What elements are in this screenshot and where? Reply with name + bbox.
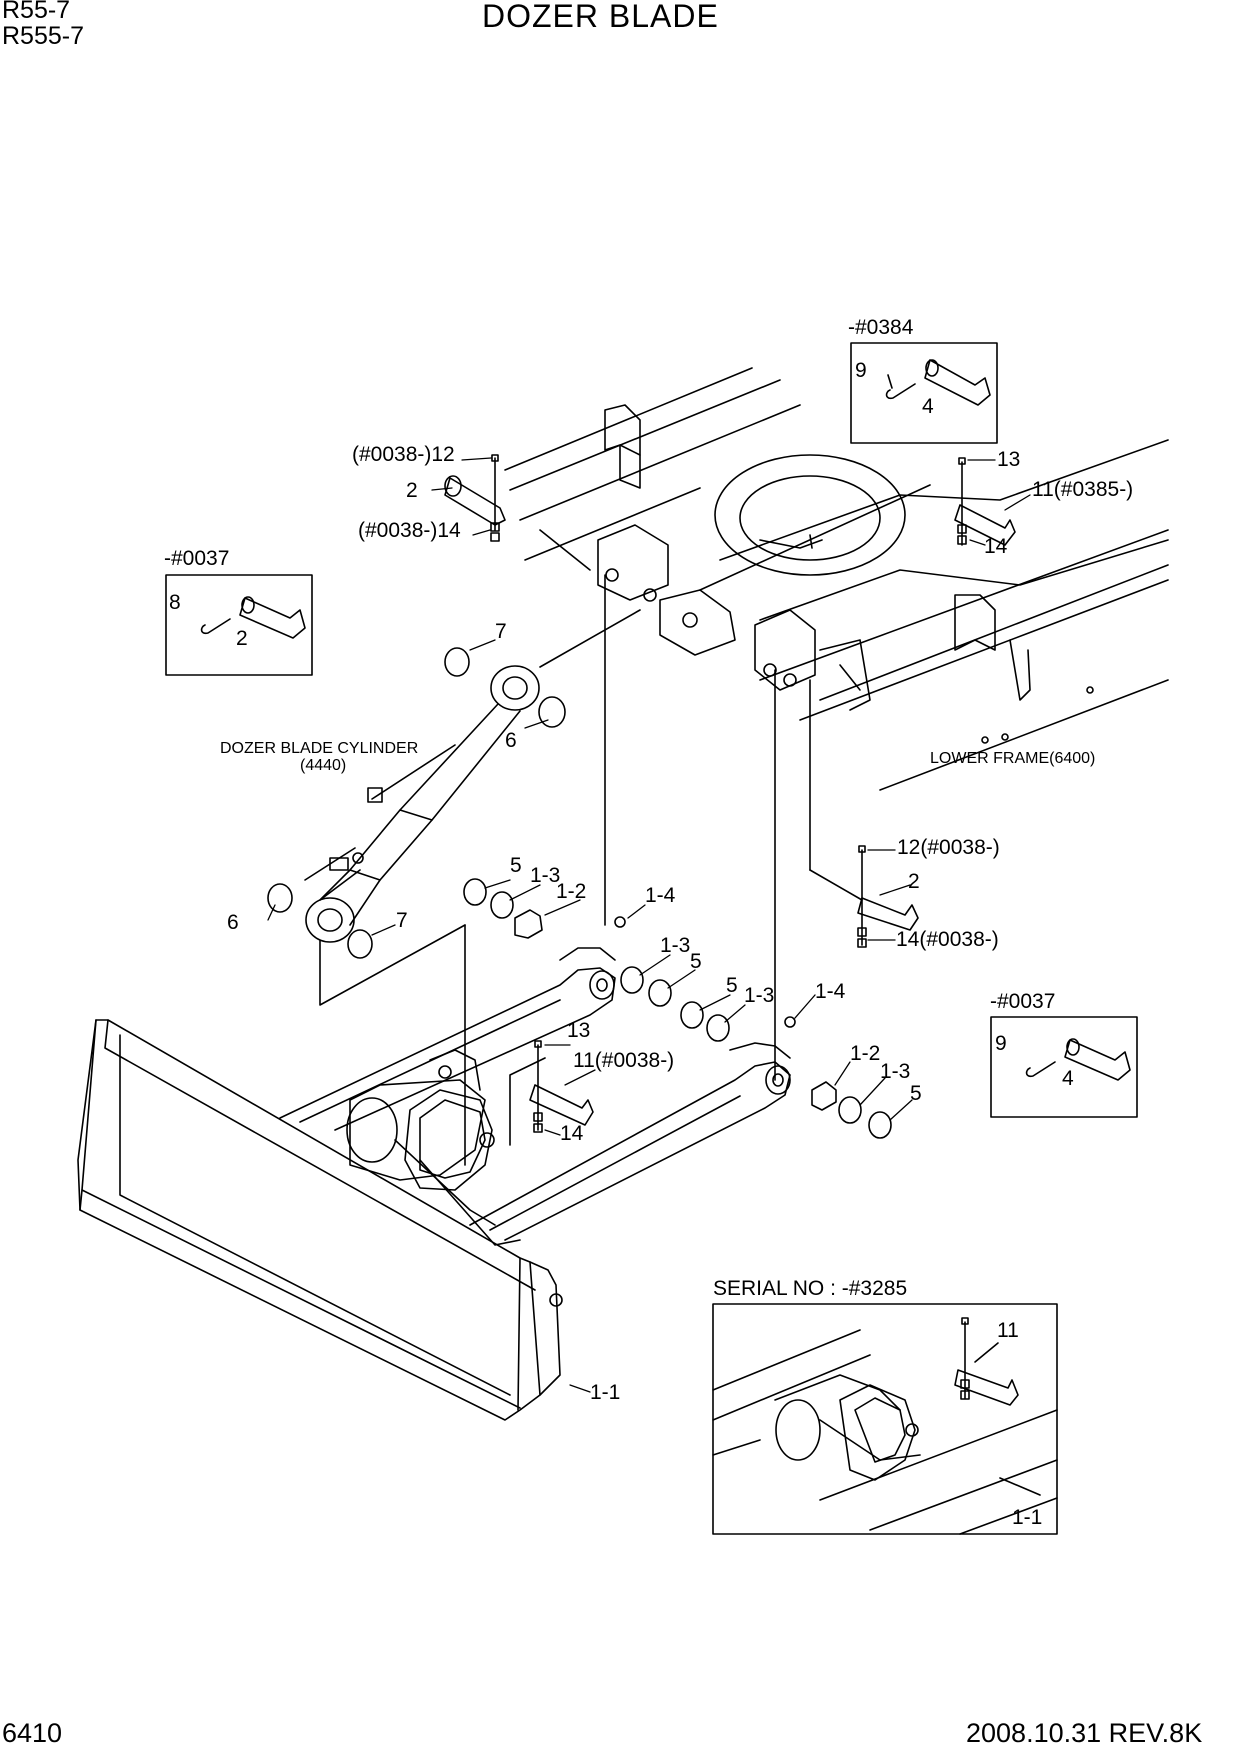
callout: 1-3: [744, 984, 774, 1007]
callout: 1-4: [645, 884, 676, 907]
page-number: 6410: [2, 1718, 63, 1748]
inset-label: 4: [1062, 1067, 1074, 1090]
callout: 2: [908, 870, 920, 893]
callout: 5: [690, 950, 702, 973]
inset-bottom-right-box: [712, 1303, 1058, 1535]
inset-label: 4: [922, 395, 934, 418]
callout: 14: [984, 535, 1008, 558]
callout: 7: [495, 620, 507, 643]
inset-caption-left: -#0037: [164, 547, 229, 570]
diagram-labels: -#0384 9 4 -#0037 8 2 -#0037 9 4 SERIAL …: [164, 316, 1133, 1529]
callout: 1-2: [556, 880, 586, 903]
callout: 11(#0385-): [1032, 478, 1133, 501]
callout: 5: [910, 1082, 922, 1105]
oring-7-bottom: [347, 929, 373, 959]
dozer-blade-cylinder-drawing: [304, 665, 540, 943]
callout: 1-2: [850, 1042, 880, 1065]
inset-label: 1-1: [1012, 1506, 1042, 1529]
callout: 13: [997, 448, 1020, 471]
inset-label: 9: [855, 359, 867, 382]
cylinder-name: DOZER BLADE CYLINDER: [220, 740, 418, 757]
inset-mid-right-box: [990, 1016, 1138, 1118]
inset-left-box: [165, 574, 313, 676]
assembly-connection-lines: [319, 484, 931, 1166]
leader-lines: [267, 457, 1031, 1393]
inset-label: 8: [169, 591, 181, 614]
callout: 14(#0038-): [896, 928, 999, 951]
lower-frame-name: LOWER FRAME(6400): [930, 750, 1095, 767]
inset-caption-top-right: -#0384: [848, 316, 914, 339]
revision-label: 2008.10.31 REV.8K: [966, 1718, 1203, 1748]
oring-6-bottom: [267, 883, 293, 913]
callout: 13: [567, 1019, 590, 1042]
callout: 6: [505, 729, 517, 752]
dozer-blade-drawing: [77, 947, 791, 1421]
callout: 5: [726, 974, 738, 997]
callout: 7: [396, 909, 408, 932]
model-label-2: R555-7: [2, 22, 84, 50]
page-title: DOZER BLADE: [482, 0, 719, 34]
callout: 1-4: [815, 980, 846, 1003]
inset-top-right-box: [850, 342, 998, 444]
callout: 1-1: [590, 1381, 620, 1404]
inset-label: 9: [995, 1032, 1007, 1055]
callout: 5: [510, 854, 522, 877]
callout: 1-3: [660, 934, 690, 957]
callout: 2: [406, 479, 418, 502]
model-label-1: R55-7: [2, 0, 71, 24]
callout: 6: [227, 911, 239, 934]
callout: (#0038-)14: [358, 519, 461, 542]
oring-6-top: [538, 696, 566, 728]
callout: 1-3: [530, 864, 560, 887]
inset-caption-mid-right: -#0037: [990, 990, 1055, 1013]
cylinder-ref: (4440): [300, 757, 346, 774]
inset-label: 11: [997, 1319, 1019, 1342]
callout: 14: [560, 1122, 584, 1145]
lower-frame-drawing: [504, 367, 1169, 791]
inset-label: 2: [236, 627, 248, 650]
callout: 1-3: [880, 1060, 910, 1083]
callout: 12(#0038-): [897, 836, 1000, 859]
callout: (#0038-)12: [352, 443, 455, 466]
oring-7-top: [444, 647, 470, 677]
inset-caption-bottom-right: SERIAL NO : -#3285: [713, 1277, 907, 1300]
callout: 11(#0038-): [573, 1049, 674, 1072]
